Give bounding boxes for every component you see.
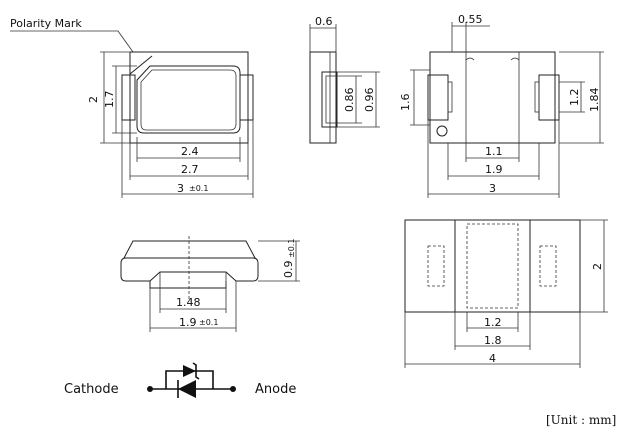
bottom-view-right-pad xyxy=(538,74,560,121)
zener-triangle xyxy=(183,365,196,377)
front-view-lens xyxy=(123,240,256,259)
footprint-outline xyxy=(404,219,581,313)
side-dim-0-6: 0.6 xyxy=(315,15,333,28)
diode-symbol: Cathode Anode xyxy=(64,362,296,398)
bottom-dim-1-9: 1.9 xyxy=(485,163,503,176)
anode-label: Anode xyxy=(255,382,296,397)
front-view: 0.9 ±0.1 1.48 1.9 ±0.1 xyxy=(120,236,300,332)
side-dim-0-86: 0.86 xyxy=(343,88,356,113)
bottom-view-left-pad xyxy=(427,74,449,121)
top-view-right-lead xyxy=(239,74,254,121)
polarity-mark-callout: Polarity Mark xyxy=(10,17,134,53)
diode-triangle xyxy=(178,380,196,398)
footprint-dim-1-2: 1.2 xyxy=(484,316,502,329)
side-view-body xyxy=(309,51,337,144)
footprint-left-pad xyxy=(404,219,456,313)
bottom-dim-1-84: 1.84 xyxy=(588,88,601,113)
top-dim-3: 3 xyxy=(177,182,184,195)
front-dim-1-9: 1.9 xyxy=(179,316,197,329)
top-dim-1-7: 1.7 xyxy=(103,91,116,109)
unit-label: [Unit : mm] xyxy=(546,413,616,427)
bottom-dim-3: 3 xyxy=(489,182,496,195)
bottom-dim-0-55: 0.55 xyxy=(458,13,483,26)
bottom-dim-1-6: 1.6 xyxy=(399,94,412,112)
footprint-center-gap xyxy=(454,219,531,313)
side-view: 0.6 0.86 0.96 xyxy=(309,15,380,144)
front-dim-0-9-tol: ±0.1 xyxy=(287,239,296,258)
side-dim-0-96: 0.96 xyxy=(363,88,376,113)
footprint-dim-4: 4 xyxy=(489,352,496,365)
footprint-view: 2 1.2 1.8 4 xyxy=(404,219,608,368)
footprint-dim-1-8: 1.8 xyxy=(484,334,502,347)
bottom-view: 0.55 1.6 1.2 1.84 1.1 1.9 3 xyxy=(399,13,604,198)
bottom-view-body xyxy=(429,51,556,144)
bottom-dim-1-2: 1.2 xyxy=(568,89,581,107)
front-view-body xyxy=(120,257,259,282)
top-view-lens-outer xyxy=(136,65,241,134)
top-view-lens-inner xyxy=(140,69,237,131)
polarity-mark-label: Polarity Mark xyxy=(10,17,82,30)
bottom-dim-1-1: 1.1 xyxy=(485,145,503,158)
front-dim-0-9: 0.9 xyxy=(282,261,295,279)
cathode-label: Cathode xyxy=(64,382,119,397)
front-dim-1-9-tol: ±0.1 xyxy=(199,318,218,327)
footprint-center-dashed xyxy=(466,223,519,309)
side-view-lead-outer xyxy=(321,71,338,128)
zener-bar xyxy=(192,362,200,380)
top-view-polarity-chamfer xyxy=(129,55,153,75)
polarity-leader-line xyxy=(10,30,134,53)
front-dim-1-48: 1.48 xyxy=(176,296,201,309)
top-dim-3-tol: ±0.1 xyxy=(189,184,208,193)
top-dim-2: 2 xyxy=(87,96,100,103)
top-view: 2.4 2.7 3 ±0.1 2 1.7 xyxy=(87,51,254,198)
side-view-lead-inner xyxy=(325,75,338,124)
footprint-right-pad xyxy=(529,219,581,313)
footprint-left-dashed-pad xyxy=(427,245,445,287)
top-dim-2-4: 2.4 xyxy=(181,145,199,158)
footprint-right-dashed-pad xyxy=(539,245,557,287)
top-dim-2-7: 2.7 xyxy=(181,163,199,176)
bottom-view-polarity-dot xyxy=(436,125,448,137)
top-view-body xyxy=(129,51,249,144)
footprint-dim-2: 2 xyxy=(591,263,604,270)
top-view-left-lead xyxy=(121,74,136,121)
